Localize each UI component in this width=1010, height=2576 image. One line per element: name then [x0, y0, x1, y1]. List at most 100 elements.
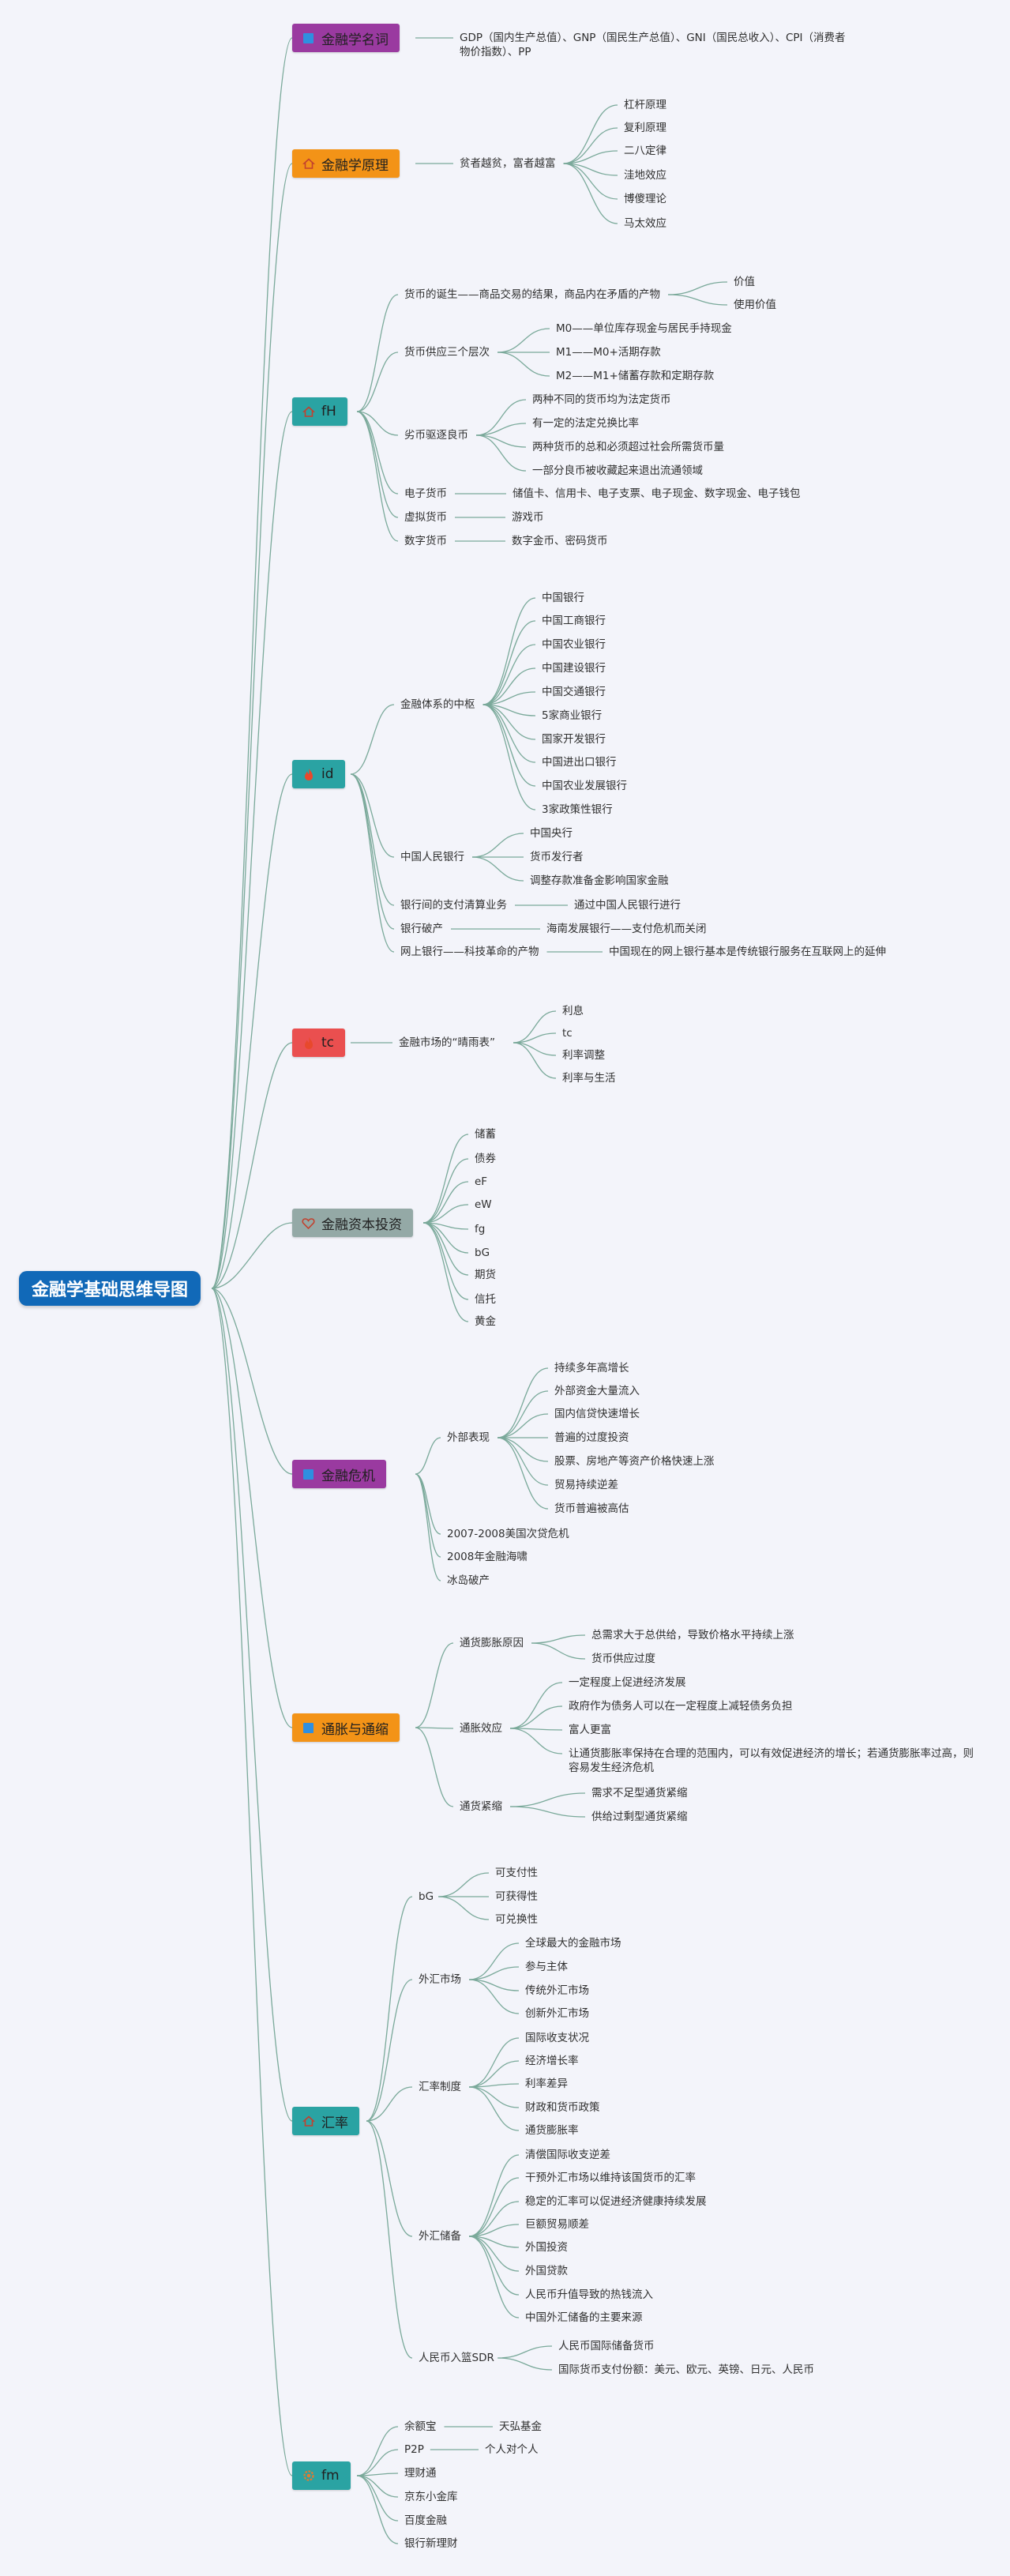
sub-item[interactable]: 中国现在的网上银行基本是传统银行服务在互联网上的延伸: [609, 946, 886, 958]
sub-item[interactable]: 利率调整: [562, 1049, 605, 1062]
item[interactable]: 2007-2008美国次贷危机: [447, 1528, 569, 1540]
sub-item[interactable]: 政府作为债务人可以在一定程度上减轻债务负担: [569, 1700, 793, 1713]
item[interactable]: 劣币驱逐良币: [404, 429, 468, 442]
sub-item[interactable]: 中国外汇储备的主要来源: [525, 2311, 643, 2324]
sub-item[interactable]: 二八定律: [624, 145, 666, 157]
sub-item[interactable]: 外部资金大量流入: [554, 1385, 640, 1397]
branch-5[interactable]: tc: [292, 1029, 346, 1057]
sub-item[interactable]: 中国交通银行: [542, 686, 606, 698]
branch-7[interactable]: 金融危机: [292, 1460, 386, 1488]
item[interactable]: 货币供应三个层次: [404, 346, 490, 359]
sub-item[interactable]: 全球最大的金融市场: [525, 1937, 621, 1950]
sub-item[interactable]: 贸易持续逆差: [554, 1479, 618, 1491]
sub-item[interactable]: 外国贷款: [525, 2265, 568, 2277]
sub-item[interactable]: 供给过剩型通货紧缩: [591, 1811, 688, 1823]
sub-item[interactable]: 杠杆原理: [624, 99, 666, 111]
item[interactable]: 贫者越贫，富者越富: [460, 157, 556, 170]
sub-item[interactable]: 调整存款准备金影响国家金融: [530, 874, 669, 887]
sub-item[interactable]: 普遍的过度投资: [554, 1431, 629, 1444]
sub-item[interactable]: 一定程度上促进经济发展: [569, 1676, 686, 1689]
root-node[interactable]: 金融学基础思维导图: [19, 1271, 201, 1306]
sub-item[interactable]: 国际货币支付份额：美元、欧元、英镑、日元、人民币: [558, 2364, 814, 2376]
item[interactable]: 冰岛破产: [447, 1574, 490, 1587]
item[interactable]: 百度金融: [404, 2514, 447, 2527]
sub-item[interactable]: M1——M0+活期存款: [556, 346, 661, 359]
sub-item[interactable]: tc: [562, 1027, 573, 1040]
item[interactable]: 外部表现: [447, 1431, 490, 1444]
sub-item[interactable]: 利率与生活: [562, 1072, 616, 1085]
item[interactable]: 人民币入篮SDR: [419, 2352, 494, 2364]
sub-item[interactable]: 中国银行: [542, 592, 584, 604]
item[interactable]: bG: [419, 1890, 434, 1903]
branch-2[interactable]: 金融学原理: [292, 149, 400, 178]
sub-item[interactable]: 人民币国际储备货币: [558, 2340, 655, 2352]
sub-item[interactable]: 总需求大于总供给，导致价格水平持续上涨: [591, 1629, 794, 1641]
sub-item[interactable]: 天弘基金: [499, 2420, 542, 2433]
sub-item[interactable]: 游戏币: [512, 511, 544, 524]
sub-item[interactable]: 中国进出口银行: [542, 756, 617, 769]
sub-item[interactable]: 有一定的法定兑换比率: [532, 417, 639, 430]
sub-item[interactable]: 使用价值: [734, 299, 776, 311]
item[interactable]: 货币的诞生——商品交易的结果，商品内在矛盾的产物: [404, 288, 660, 301]
item[interactable]: 理财通: [404, 2467, 437, 2480]
sub-item[interactable]: 国家开发银行: [542, 733, 606, 746]
sub-item[interactable]: 巨额贸易顺差: [525, 2218, 589, 2231]
sub-item[interactable]: 富人更富: [569, 1724, 611, 1736]
sub-item[interactable]: 可支付性: [495, 1867, 538, 1879]
item[interactable]: P2P: [404, 2443, 424, 2456]
sub-item[interactable]: 中国建设银行: [542, 662, 606, 675]
item[interactable]: 金融体系的中枢: [400, 698, 475, 711]
sub-item[interactable]: 外国投资: [525, 2241, 568, 2254]
sub-item[interactable]: 传统外汇市场: [525, 1984, 589, 1997]
item[interactable]: 黄金: [475, 1315, 496, 1328]
item[interactable]: 外汇市场: [419, 1973, 461, 1986]
sub-item[interactable]: 复利原理: [624, 122, 666, 134]
sub-item[interactable]: 5家商业银行: [542, 709, 603, 722]
sub-item[interactable]: 储值卡、信用卡、电子支票、电子现金、数字现金、电子钱包: [513, 487, 801, 500]
sub-item[interactable]: 中国工商银行: [542, 615, 606, 627]
sub-item[interactable]: 财政和货币政策: [525, 2101, 600, 2114]
sub-item[interactable]: 通货膨胀率: [525, 2124, 579, 2137]
item[interactable]: 余额宝: [404, 2420, 437, 2433]
sub-item[interactable]: 3家政策性银行: [542, 803, 613, 816]
sub-item[interactable]: 洼地效应: [624, 169, 666, 182]
branch-8[interactable]: 通胀与通缩: [292, 1713, 400, 1742]
branch-3[interactable]: fH: [292, 397, 347, 426]
sub-item[interactable]: 个人对个人: [485, 2443, 539, 2456]
item[interactable]: GDP（国内生产总值）、GNP（国民生产总值）、GNI（国民总收入）、CPI（消…: [460, 32, 846, 58]
item[interactable]: 数字货币: [404, 535, 447, 547]
sub-item[interactable]: 中国央行: [530, 827, 573, 840]
item[interactable]: 银行新理财: [404, 2537, 458, 2550]
item[interactable]: eW: [475, 1198, 492, 1211]
sub-item[interactable]: 两种货币的总和必须超过社会所需货币量: [532, 441, 724, 453]
item[interactable]: 金融市场的“晴雨表”: [399, 1036, 495, 1049]
sub-item[interactable]: M2——M1+储蓄存款和定期存款: [556, 370, 715, 382]
sub-item[interactable]: 博傻理论: [624, 193, 666, 205]
branch-9[interactable]: 汇率: [292, 2107, 359, 2135]
sub-item[interactable]: 经济增长率: [525, 2055, 579, 2067]
item[interactable]: 电子货币: [404, 487, 447, 500]
sub-item[interactable]: 可获得性: [495, 1890, 538, 1903]
branch-10[interactable]: fm: [292, 2461, 351, 2490]
sub-item[interactable]: 一部分良币被收藏起来退出流通领域: [532, 464, 703, 477]
item[interactable]: 储蓄: [475, 1128, 496, 1141]
item[interactable]: 期货: [475, 1269, 496, 1281]
sub-item[interactable]: M0——单位库存现金与居民手持现金: [556, 322, 732, 335]
sub-item[interactable]: 货币普遍被高估: [554, 1502, 629, 1515]
item[interactable]: 银行破产: [400, 923, 443, 935]
sub-item[interactable]: 持续多年高增长: [554, 1362, 629, 1374]
sub-item[interactable]: 数字金币、密码货币: [512, 535, 608, 547]
item[interactable]: eF: [475, 1175, 488, 1188]
sub-item[interactable]: 让通货膨胀率保持在合理的范围内，可以有效促进经济的增长；若通货膨胀率过高，则容易…: [569, 1747, 974, 1774]
item[interactable]: 外汇储备: [419, 2230, 461, 2243]
item[interactable]: 通货紧缩: [460, 1800, 502, 1813]
sub-item[interactable]: 货币发行者: [530, 851, 584, 863]
item[interactable]: 汇率制度: [419, 2081, 461, 2093]
item[interactable]: 银行间的支付清算业务: [400, 899, 507, 912]
sub-item[interactable]: 国际收支状况: [525, 2032, 589, 2044]
item[interactable]: 京东小金库: [404, 2491, 458, 2503]
sub-item[interactable]: 价值: [734, 276, 755, 288]
sub-item[interactable]: 中国农业发展银行: [542, 780, 627, 792]
sub-item[interactable]: 货币供应过度: [591, 1653, 655, 1665]
sub-item[interactable]: 通过中国人民银行进行: [574, 899, 681, 912]
